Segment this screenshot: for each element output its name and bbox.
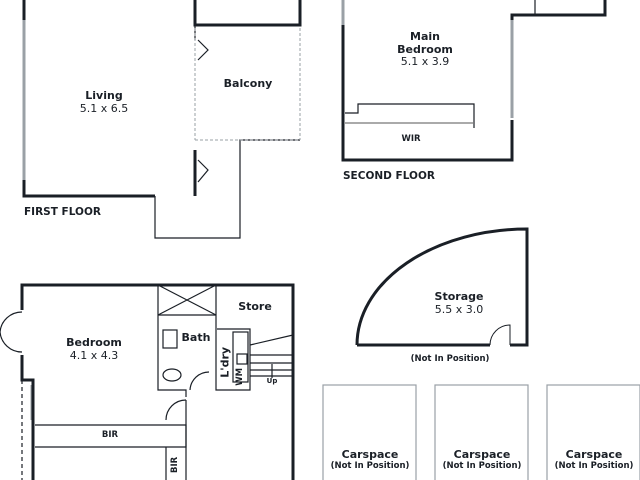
carspace-outlines — [322, 384, 640, 480]
bedroom-door — [165, 399, 187, 421]
double-door — [0, 311, 23, 353]
room-carspace-2: Carspace (Not In Position) — [442, 448, 522, 471]
room-note: (Not In Position) — [330, 460, 410, 471]
room-bath: Bath — [181, 331, 211, 344]
room-name: Bedroom — [397, 42, 453, 56]
room-main-bedroom: Main Bedroom 5.1 x 3.9 — [397, 30, 453, 69]
room-name: Bedroom — [66, 336, 122, 349]
storage-door — [489, 324, 511, 346]
room-bir-2: BIR — [170, 456, 181, 473]
room-store: Store — [238, 300, 272, 313]
laundry-wall — [215, 285, 251, 391]
room-wm: WM — [235, 367, 246, 386]
bedroom-left-wall — [20, 355, 35, 480]
room-laundry: L'dry — [218, 346, 232, 378]
room-wir: WIR — [401, 134, 421, 144]
room-bedroom: Bedroom 4.1 x 4.3 — [66, 336, 122, 362]
balcony-top-wall — [193, 0, 302, 27]
bifold-door — [197, 39, 209, 183]
main-bedroom-wall — [341, 25, 514, 162]
bath-wall — [157, 285, 187, 397]
stairs — [249, 334, 294, 377]
room-living: Living 5.1 x 6.5 — [79, 89, 129, 115]
room-name: Carspace — [453, 448, 511, 461]
room-note: (Not In Position) — [442, 460, 522, 471]
room-storage: Storage 5.5 x 3.0 — [434, 290, 484, 316]
first-floor-label: FIRST FLOOR — [24, 206, 101, 218]
washing-machine-icon — [236, 353, 248, 365]
storage-outline — [355, 227, 529, 347]
toilet-icon — [162, 368, 182, 382]
room-size: 5.5 x 3.0 — [434, 302, 484, 316]
room-name: Carspace — [341, 448, 399, 461]
balcony-outline — [154, 139, 300, 239]
bir-joinery — [35, 424, 187, 448]
room-note: (Not In Position) — [554, 460, 634, 471]
room-name: Living — [85, 89, 123, 102]
room-bir: BIR — [101, 430, 119, 440]
main-bedroom-top-wall — [510, 0, 607, 20]
room-size: 5.1 x 3.9 — [400, 55, 450, 69]
room-name: Carspace — [565, 448, 623, 461]
stairs-up-label: Up — [266, 377, 278, 385]
bath-door — [189, 371, 210, 391]
storage-note: (Not In Position) — [410, 354, 490, 364]
walls — [22, 0, 302, 198]
room-carspace-3: Carspace (Not In Position) — [554, 448, 634, 471]
second-floor-label: SECOND FLOOR — [343, 170, 435, 182]
wir-joinery — [345, 103, 475, 128]
room-size: 5.1 x 6.5 — [79, 101, 129, 115]
balcony-dashed — [194, 28, 301, 141]
shower-icon — [157, 284, 217, 316]
room-size: 4.1 x 4.3 — [69, 348, 119, 362]
room-balcony: Balcony — [223, 77, 273, 90]
room-name: Storage — [434, 290, 484, 303]
room-name: Main — [410, 30, 440, 43]
room-carspace-1: Carspace (Not In Position) — [330, 448, 410, 471]
